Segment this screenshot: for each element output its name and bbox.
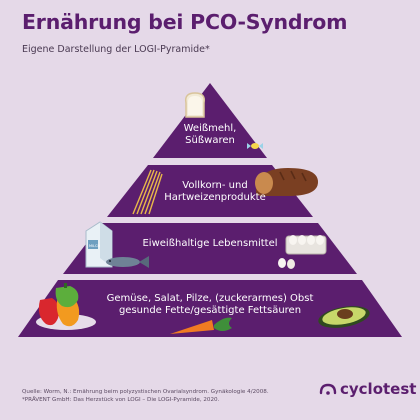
tier-2-label: Vollkorn- und Hartweizenprodukte bbox=[160, 180, 270, 204]
page-title: Ernährung bei PCO-Syndrom bbox=[22, 10, 348, 34]
bread-slice-icon bbox=[184, 92, 206, 118]
tier-3-label: Eiweißhaltige Lebensmittel bbox=[140, 238, 280, 250]
tier-2-line-2: Hartweizenprodukte bbox=[164, 192, 266, 203]
bread-loaf-icon bbox=[255, 168, 318, 196]
source-line-1: Quelle: Worm, N.: Ernährung beim polyzys… bbox=[22, 389, 269, 395]
milk-carton-icon: MILCH bbox=[85, 221, 113, 268]
tier-2-line-1: Vollkorn- und bbox=[182, 180, 248, 191]
pyramid-tier-1 bbox=[153, 83, 267, 158]
source-citation: Quelle: Worm, N.: Ernährung beim polyzys… bbox=[22, 388, 269, 404]
candy-icon bbox=[247, 143, 263, 149]
source-line-2: *PRÄVENT GmbH: Das Herzstück von LOGI – … bbox=[22, 397, 220, 404]
avocado-icon bbox=[318, 306, 370, 328]
tier-1-line-2: Süßwaren bbox=[185, 135, 235, 146]
eggs-icon bbox=[278, 235, 327, 269]
tier-4-line-2: gesunde Fette/gesättigte Fettsäuren bbox=[118, 305, 302, 316]
tier-4-label: Gemüse, Salat, Pilze, (zuckerarmes) Obst… bbox=[80, 293, 340, 317]
tier-4-line-1: Gemüse, Salat, Pilze, (zuckerarmes) Obst bbox=[106, 293, 314, 304]
fish-icon bbox=[106, 256, 149, 268]
cyclotest-logo-icon bbox=[319, 383, 337, 395]
page-subtitle: Eigene Darstellung der LOGI-Pyramide* bbox=[22, 44, 210, 55]
tier-1-line-1: Weißmehl, bbox=[183, 123, 237, 134]
tier-1-label: Weißmehl, Süßwaren bbox=[160, 123, 260, 147]
brand-name: cyclotest bbox=[340, 380, 417, 398]
carrot-icon bbox=[170, 317, 232, 334]
tier-3-line-1: Eiweißhaltige Lebensmittel bbox=[142, 238, 278, 249]
milk-carton-label: MILCH bbox=[89, 244, 100, 248]
pyramid-tier-4 bbox=[18, 280, 402, 337]
pasta-icon bbox=[132, 169, 163, 215]
bell-peppers-icon bbox=[36, 283, 96, 330]
cyclotest-logo: cyclotest bbox=[318, 380, 416, 398]
